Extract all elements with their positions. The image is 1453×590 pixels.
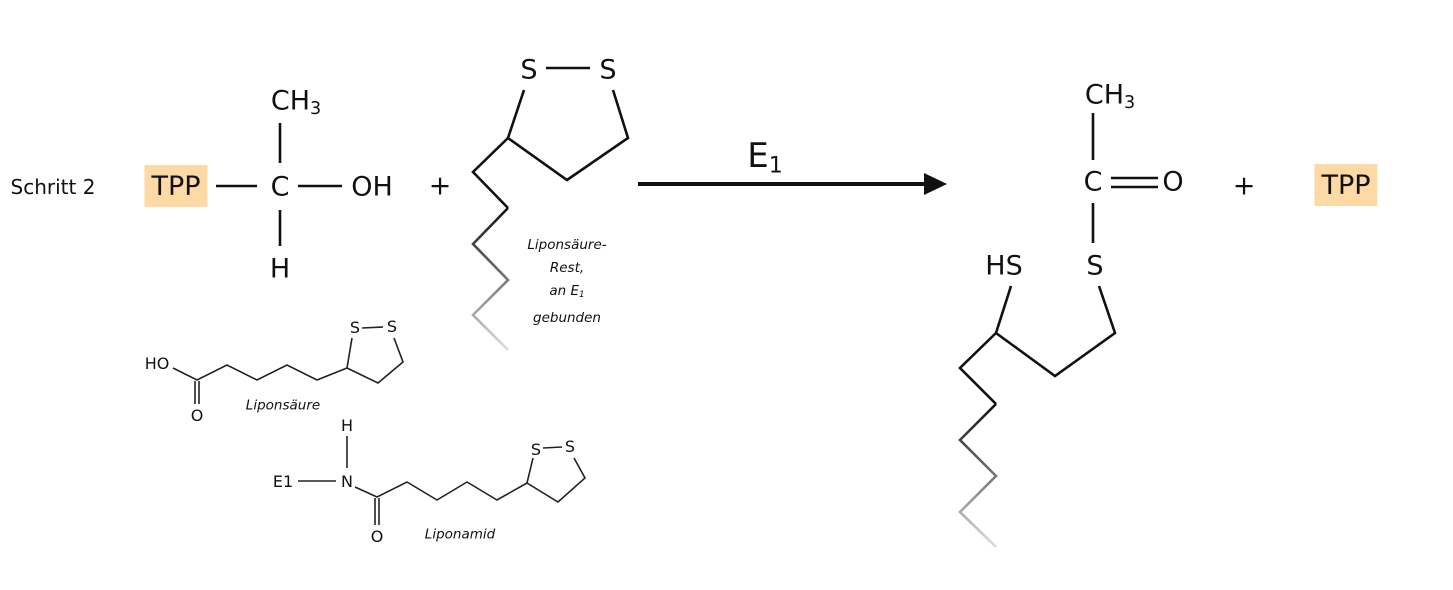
lipoamide-h: H — [340, 416, 354, 435]
methyl-group: CH3 — [271, 88, 321, 119]
lipoic-acid-ring — [346, 337, 404, 384]
carbonyl-oxygen: O — [1162, 166, 1184, 198]
arrow-head — [924, 173, 947, 195]
caption-line-1: Liponsäure- — [527, 236, 607, 253]
lipoamide-o: O — [370, 527, 384, 546]
lipoic-acid-s1: S — [349, 318, 361, 337]
product-side-chain-fading — [958, 403, 998, 548]
ring-sulfur-2: S — [599, 54, 617, 86]
alpha-carbon: C — [270, 171, 290, 203]
product-methyl-group: CH3 — [1084, 79, 1136, 113]
plus-sign: + — [428, 170, 452, 202]
dithiolane-ring — [506, 89, 630, 182]
lipoamide-s1: S — [530, 440, 542, 459]
methyl-subscript: 3 — [310, 98, 322, 119]
plus-sign-2: + — [1232, 170, 1256, 202]
lipoic-acid-ss-bond — [361, 326, 384, 329]
caption-line-4: gebunden — [533, 310, 601, 327]
lipoamide-ring — [526, 457, 587, 503]
side-chain-top — [471, 137, 509, 209]
hydrogen-atom: H — [269, 253, 291, 285]
side-chain-fading — [471, 207, 510, 351]
product-side-chain-top — [958, 332, 997, 405]
step-label: Schritt 2 — [10, 175, 96, 199]
lipoamide-chain — [354, 481, 528, 501]
ring-sulfur-1: S — [520, 54, 538, 86]
lipoamide-ss-bond — [542, 446, 563, 449]
lipoic-acid-s2: S — [386, 317, 398, 336]
lipoamide-s2: S — [564, 437, 576, 456]
caption-line-3: an E1 — [549, 282, 585, 301]
methyl-text: CH — [270, 85, 310, 117]
lipoamide-name: Liponamid — [424, 526, 496, 543]
dihydrolipoyl-backbone — [994, 285, 1117, 378]
tpp-group: TPP — [144, 165, 208, 207]
hydroxyl-group: OH — [351, 171, 393, 203]
lipoyl-caption: Liponsäure- Rest, an E1 gebunden — [527, 234, 606, 330]
thioester-sulfur: S — [1086, 250, 1104, 282]
lipoamide-n: N — [341, 472, 353, 491]
lipoic-acid-chain — [172, 364, 348, 381]
lipoamide-e1: E1 — [272, 472, 294, 491]
carbonyl-carbon: C — [1083, 166, 1103, 198]
tpp-product: TPP — [1314, 164, 1378, 206]
caption-line-2: Rest, — [549, 259, 585, 276]
lipoic-acid-o: O — [190, 406, 204, 425]
thiol-group: HS — [985, 250, 1023, 282]
lipoic-acid-name: Liponsäure — [245, 397, 321, 414]
enzyme-label: E1 — [747, 136, 783, 179]
lipoic-acid-ho: HO — [144, 354, 170, 373]
